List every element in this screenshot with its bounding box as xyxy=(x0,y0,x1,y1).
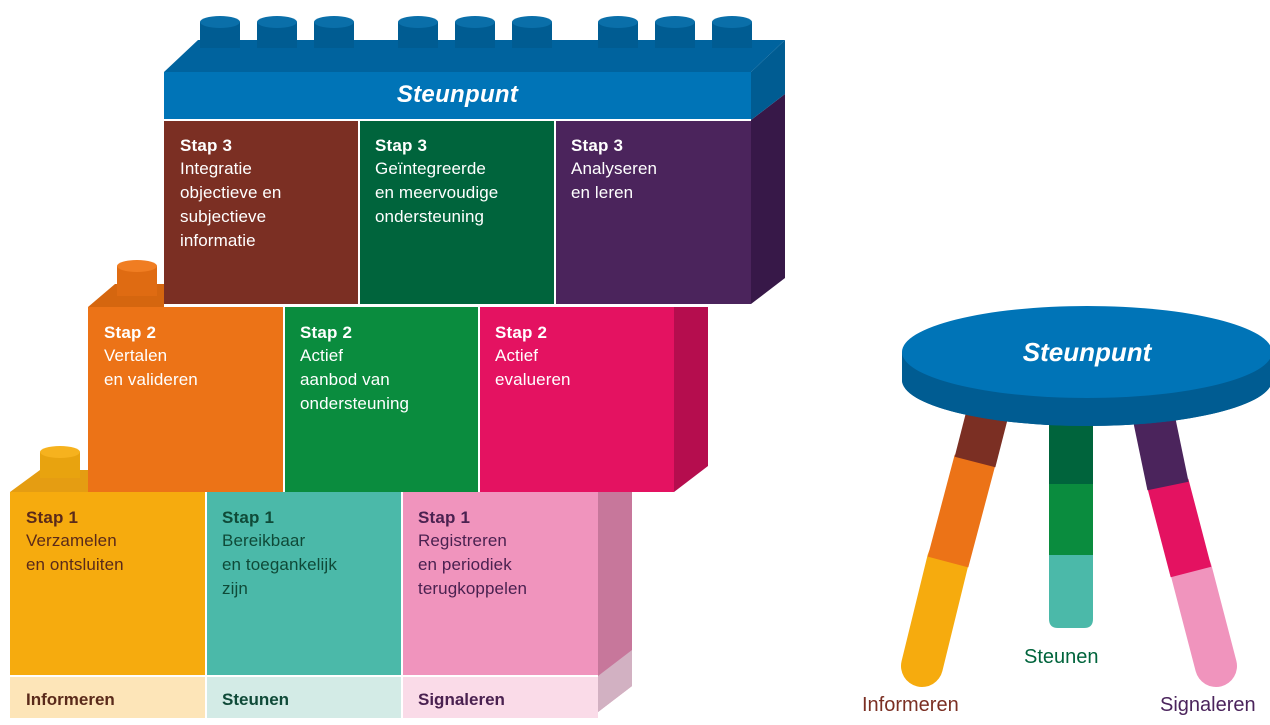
stool-label-signaleren: Signaleren xyxy=(1160,694,1256,716)
stool-leg-steunen-middle xyxy=(1049,484,1093,556)
step-description: Registreren en periodiek terugkoppelen xyxy=(418,531,528,598)
roof-stud-top xyxy=(712,16,752,28)
row1-cell-signaleren: Stap 1 Registreren en periodiek terugkop… xyxy=(402,492,598,676)
roof-stud-top xyxy=(655,16,695,28)
stool-leg-signaleren-bottom xyxy=(1170,549,1237,687)
base-label-signaleren: Signaleren xyxy=(418,690,505,709)
row3-block-steunen xyxy=(359,120,555,304)
step-description: Verzamelen en ontsluiten xyxy=(26,531,124,574)
base-band-steunen xyxy=(206,676,402,718)
row2-cell-informeren: Stap 2 Vertalen en valideren xyxy=(88,307,284,492)
step-description: Integratie objectieve en subjectieve inf… xyxy=(180,159,282,250)
stool xyxy=(901,306,1270,687)
step-label: Stap 1 xyxy=(418,508,471,527)
row2-stud-top xyxy=(117,260,157,272)
row3-block-informeren xyxy=(164,120,359,304)
roof-stud-tops xyxy=(200,16,752,28)
base-band-informeren xyxy=(10,676,206,718)
roof-stud-top xyxy=(455,16,495,28)
row1-group xyxy=(10,446,632,718)
step-label: Stap 2 xyxy=(495,323,548,342)
stool-label-steunen: Steunen xyxy=(1024,646,1099,668)
roof-title: Steunpunt xyxy=(396,81,519,108)
row1-block-steunen xyxy=(206,492,402,676)
row1-cell-steunen: Stap 1 Bereikbaar en toegankelijk zijn xyxy=(206,492,402,676)
step-label: Stap 1 xyxy=(222,508,275,527)
step-label: Stap 2 xyxy=(104,323,157,342)
stool-title: Steunpunt xyxy=(1022,337,1152,367)
stool-seat-top xyxy=(902,306,1270,398)
roof-front xyxy=(164,72,751,120)
step-description: Bereikbaar en toegankelijk zijn xyxy=(222,531,337,598)
step-label: Stap 1 xyxy=(26,508,79,527)
row2-cell-steunen: Stap 2 Actief aanbod van ondersteuning xyxy=(284,307,479,492)
row3-block-signaleren xyxy=(555,120,751,304)
row1-stud-top xyxy=(40,446,80,458)
row2-right-side xyxy=(674,307,708,492)
row2-block-informeren xyxy=(88,307,284,492)
roof-right-side xyxy=(751,40,785,120)
roof-stud-top xyxy=(598,16,638,28)
stool-leg-informeren-bottom xyxy=(901,539,969,687)
base-label-informeren: Informeren xyxy=(26,690,115,709)
step-label: Stap 3 xyxy=(375,136,428,155)
step-description: Actief evalueren xyxy=(495,346,571,389)
row3-cell-signaleren: Stap 3 Analyseren en leren xyxy=(555,120,751,304)
base-label-steunen: Steunen xyxy=(222,690,290,709)
roof-stud-top xyxy=(314,16,354,28)
row2-cell-signaleren: Stap 2 Actief evalueren xyxy=(479,307,674,492)
row3-group xyxy=(164,16,785,304)
step-label: Stap 3 xyxy=(180,136,233,155)
row3-right-side xyxy=(751,94,785,304)
row2-block-signaleren xyxy=(479,307,674,492)
row1-right-side-base xyxy=(598,650,632,712)
step-description: Geïntegreerde en meervoudige ondersteuni… xyxy=(375,159,499,226)
base-band-signaleren xyxy=(402,676,598,718)
row3-cell-informeren: Stap 3 Integratie objectieve en subjecti… xyxy=(164,120,359,304)
step-description: Vertalen en valideren xyxy=(104,346,198,389)
row2-block-steunen xyxy=(284,307,479,492)
roof-stud-top xyxy=(512,16,552,28)
stool-leg-steunen-bottom xyxy=(1049,555,1093,628)
row3-cell-steunen: Stap 3 Geïntegreerde en meervoudige onde… xyxy=(359,120,555,304)
step-description: Actief aanbod van ondersteuning xyxy=(300,346,410,413)
step-label: Stap 3 xyxy=(571,136,624,155)
stool-leg-informeren-middle xyxy=(927,454,996,568)
row1-block-informeren xyxy=(10,492,206,676)
roof-stud-top xyxy=(200,16,240,28)
step-description: Analyseren en leren xyxy=(571,159,658,202)
roof-stud-top xyxy=(257,16,297,28)
row1-block-signaleren xyxy=(402,492,598,676)
row1-cell-informeren: Stap 1 Verzamelen en ontsluiten xyxy=(10,492,206,676)
roof-stud-top xyxy=(398,16,438,28)
stool-leg-signaleren-middle xyxy=(1147,478,1212,578)
stool-label-informeren: Informeren xyxy=(862,694,959,716)
row2-group xyxy=(88,260,708,492)
step-label: Stap 2 xyxy=(300,323,353,342)
